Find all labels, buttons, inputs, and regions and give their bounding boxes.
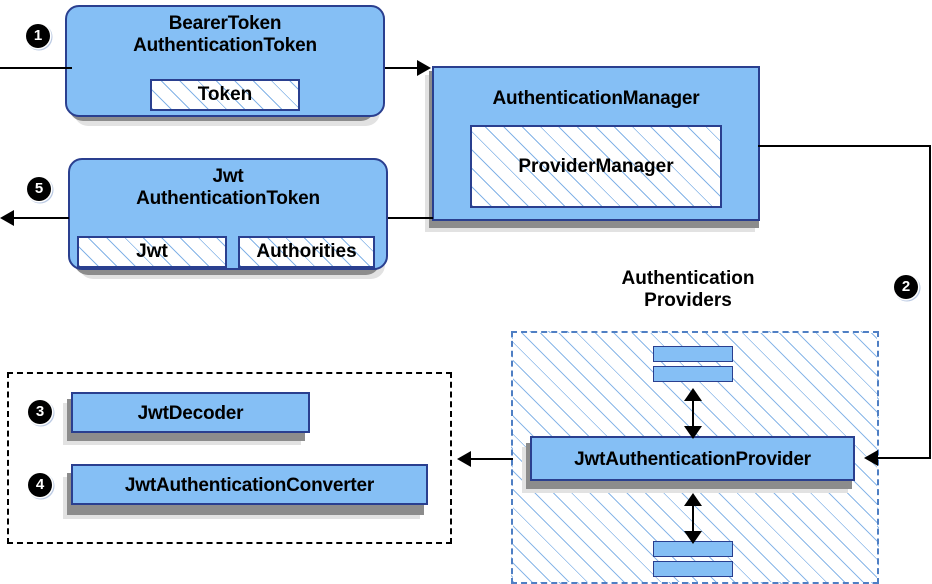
down-to-provider-line bbox=[878, 457, 931, 459]
bearer-token-title-line2: AuthenticationToken bbox=[133, 35, 317, 57]
jwt-authentication-converter-label: JwtAuthenticationConverter bbox=[124, 475, 375, 496]
provider-stub-top-1[interactable] bbox=[653, 346, 733, 362]
jwt-decoder-label: JwtDecoder bbox=[137, 403, 244, 424]
provider-link-bottom-arrow-down bbox=[684, 531, 702, 544]
providers-caption-line2: Providers bbox=[644, 290, 732, 312]
authentication-providers-caption: Authentication Providers bbox=[560, 268, 816, 313]
manager-exit-line bbox=[758, 145, 931, 147]
bearer-token-title-line1: BearerToken bbox=[168, 13, 282, 34]
jwt-authentication-provider-label: JwtAuthenticationProvider bbox=[574, 449, 811, 470]
bearer-to-manager-line bbox=[385, 67, 419, 69]
provider-stub-top-2[interactable] bbox=[653, 366, 733, 382]
jwt-token-title-line2: AuthenticationToken bbox=[136, 188, 320, 210]
jwt-token-title: Jwt AuthenticationToken bbox=[70, 166, 386, 210]
jwt-authentication-provider-node[interactable]: JwtAuthenticationProvider bbox=[530, 436, 855, 481]
jwt-token-title-line1: Jwt bbox=[212, 166, 244, 187]
jwt-authentication-converter-node[interactable]: JwtAuthenticationConverter bbox=[71, 464, 428, 505]
incoming-request-line bbox=[0, 67, 72, 69]
token-field-label: Token bbox=[197, 84, 253, 105]
provider-link-top-arrow-down bbox=[684, 426, 702, 439]
provider-to-support-arrowhead bbox=[457, 451, 471, 467]
step-badge-2: 2 bbox=[894, 275, 918, 299]
jwt-field-box[interactable]: Jwt bbox=[77, 236, 227, 268]
provider-link-bottom-arrow-up bbox=[684, 493, 702, 506]
jwt-support-region bbox=[7, 372, 452, 544]
jwt-decoder-node[interactable]: JwtDecoder bbox=[71, 392, 310, 433]
provider-link-top-arrow-up bbox=[684, 388, 702, 401]
authorities-field-box[interactable]: Authorities bbox=[238, 236, 375, 268]
step-badge-1: 1 bbox=[26, 24, 50, 48]
provider-stub-bottom-2[interactable] bbox=[653, 561, 733, 577]
step-badge-4: 4 bbox=[28, 473, 52, 497]
outgoing-response-line bbox=[3, 217, 69, 219]
jwt-field-label: Jwt bbox=[136, 241, 168, 262]
provider-to-support-line bbox=[471, 458, 513, 460]
step-badge-5: 5 bbox=[27, 177, 51, 201]
provider-manager-box[interactable]: ProviderManager bbox=[470, 125, 722, 208]
authorities-field-label: Authorities bbox=[256, 241, 357, 262]
manager-down-line bbox=[929, 145, 931, 459]
authentication-manager-title: AuthenticationManager bbox=[492, 88, 700, 109]
token-field-box[interactable]: Token bbox=[150, 79, 300, 111]
manager-to-jwt-token-line bbox=[388, 217, 433, 219]
providers-caption-line1: Authentication bbox=[621, 268, 755, 289]
provider-link-top-line bbox=[692, 392, 694, 434]
provider-link-bottom-line bbox=[692, 497, 694, 539]
provider-entry-arrowhead bbox=[864, 450, 878, 466]
bearer-token-title: BearerToken AuthenticationToken bbox=[67, 13, 383, 57]
step-badge-3: 3 bbox=[28, 400, 52, 424]
outgoing-response-arrowhead bbox=[0, 210, 14, 226]
provider-manager-label: ProviderManager bbox=[518, 155, 674, 177]
bearer-to-manager-arrowhead bbox=[417, 60, 431, 76]
